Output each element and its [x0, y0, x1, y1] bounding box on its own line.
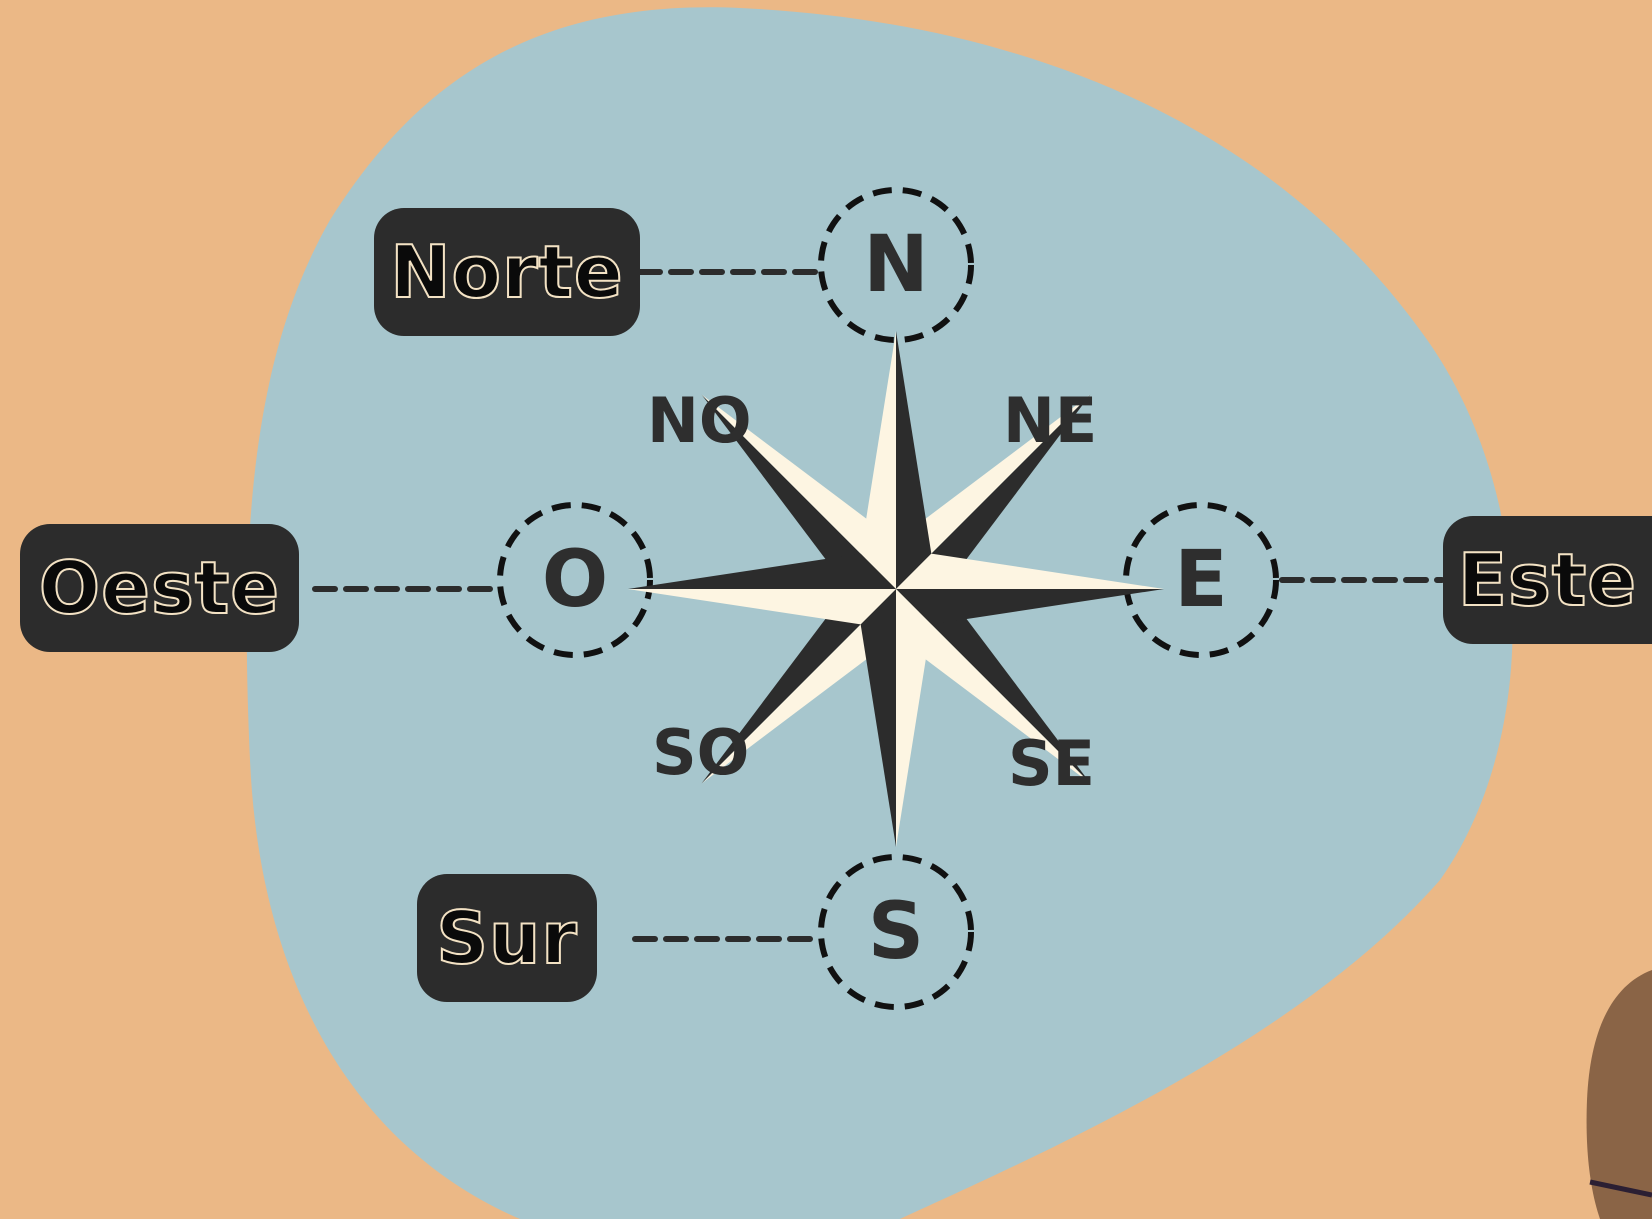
label-south: Sur — [417, 874, 597, 1002]
letter-south: S — [821, 857, 971, 1007]
label-north: Norte — [374, 208, 640, 336]
label-northeast: NE — [1003, 390, 1097, 452]
label-northwest: NO — [647, 390, 752, 452]
letter-east: E — [1126, 505, 1276, 655]
letter-west: O — [500, 505, 650, 655]
label-southwest: SO — [652, 722, 749, 784]
label-east: Este — [1443, 516, 1652, 644]
label-west: Oeste — [20, 524, 299, 652]
letter-north: N — [821, 190, 971, 340]
label-southeast: SE — [1008, 733, 1095, 795]
